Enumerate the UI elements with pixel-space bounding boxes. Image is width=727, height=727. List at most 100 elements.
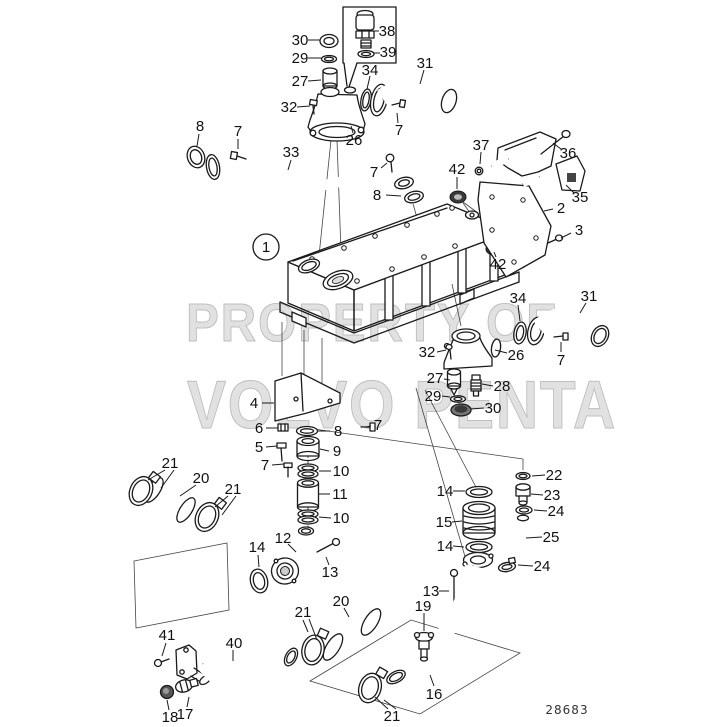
watermark-line-1: PROPERTY OF xyxy=(186,293,558,353)
callout-21-64: 21 xyxy=(384,708,401,725)
thermostat-27-lower xyxy=(446,368,462,396)
seal-ring-24-upper xyxy=(515,505,533,515)
callout-7-7: 7 xyxy=(395,122,403,139)
leader-line-25 xyxy=(525,536,543,539)
leader-line-10 xyxy=(318,516,332,519)
leader-line-31 xyxy=(419,69,425,85)
bolt-3 xyxy=(547,234,564,244)
upper-thermostat-housing-cluster xyxy=(307,33,458,142)
leader-line-34 xyxy=(517,304,521,322)
drain-hose-25 xyxy=(505,514,530,564)
callout-9-37: 9 xyxy=(333,443,341,460)
nut-6 xyxy=(277,423,289,432)
leader-line-35 xyxy=(565,184,575,194)
hose-clamp-21-outlet xyxy=(354,662,389,707)
cap-18 xyxy=(159,684,175,700)
callout-12-41: 12 xyxy=(275,530,292,547)
hose-40 xyxy=(197,647,299,694)
leader-line-12 xyxy=(287,543,297,553)
elbow-hose-31-lower xyxy=(526,306,610,348)
volvo-penta-watermark: PROPERTY OF VOLVO PENTA xyxy=(186,293,616,444)
callout-8-11: 8 xyxy=(196,118,204,135)
hose-clamp-21-b xyxy=(190,490,228,537)
callout-36-14: 36 xyxy=(560,145,577,162)
sleeve-11 xyxy=(296,478,320,512)
bolt-7-lower-elbow xyxy=(553,332,569,341)
callout-7-34: 7 xyxy=(374,417,382,434)
leader-line-29 xyxy=(441,395,451,398)
leader-line-37 xyxy=(479,151,482,165)
leader-line-18 xyxy=(166,699,170,711)
intermediate-hose-20-lower xyxy=(322,608,382,661)
seal-ring-29-upper xyxy=(320,54,338,64)
leader-line-27 xyxy=(307,79,322,82)
leader-line-21 xyxy=(221,495,237,516)
callout-7-36: 7 xyxy=(261,457,269,474)
leader-line-34 xyxy=(366,75,371,90)
thermostat-housing-26-upper xyxy=(307,86,366,142)
pipe-33-inlet-flange xyxy=(205,153,221,181)
callout-29-1: 29 xyxy=(292,50,309,67)
bolt-32-upper xyxy=(308,98,318,115)
callout-27-2: 27 xyxy=(292,73,309,90)
callout-24-50: 24 xyxy=(548,503,565,520)
leader-line-15 xyxy=(451,520,463,523)
sealing-washer-39 xyxy=(357,49,375,59)
leader-line-33 xyxy=(287,159,292,171)
leader-line-17 xyxy=(186,696,190,708)
callout-21-60: 21 xyxy=(295,604,312,621)
o-ring-14-bottom xyxy=(465,540,493,554)
callout-42-15: 42 xyxy=(449,161,466,178)
leader-line-22 xyxy=(531,474,546,477)
lower-thermostat-housing-cluster xyxy=(443,306,610,417)
leader-line-28 xyxy=(481,383,494,387)
bolt-7-upper-elbow xyxy=(391,99,407,109)
leader-line-24 xyxy=(517,564,534,567)
callout-14-42: 14 xyxy=(249,539,266,556)
leader-line-23 xyxy=(530,493,544,496)
callout-24-54: 24 xyxy=(534,558,551,575)
callout-28-28: 28 xyxy=(494,378,511,395)
callout-8-33: 8 xyxy=(334,423,342,440)
leader-line-21 xyxy=(308,618,318,641)
callout-27-27: 27 xyxy=(427,370,444,387)
leader-line-30 xyxy=(470,407,485,410)
leader-line-14 xyxy=(257,554,260,568)
bolt-13-elbow xyxy=(316,537,341,553)
o-ring-34-upper xyxy=(360,88,372,112)
leader-line-26 xyxy=(494,349,508,354)
clamp-ring-24-lower xyxy=(497,556,517,573)
leader-line-8 xyxy=(385,194,402,197)
elbow-connection-12 xyxy=(270,526,315,585)
callout-14-48: 14 xyxy=(437,483,454,500)
bolt-7-pipe-flange xyxy=(385,153,395,173)
callout-42-21: 42 xyxy=(490,256,507,273)
drawing-number: 28683 xyxy=(545,703,588,717)
callout-14-53: 14 xyxy=(437,538,454,555)
leader-line-13 xyxy=(325,556,330,566)
callout-19-56: 19 xyxy=(415,598,432,615)
pressure-cap-30-upper xyxy=(319,33,339,49)
callout-35-16: 35 xyxy=(572,189,589,206)
leader-line-21 xyxy=(374,696,389,710)
bolt-5 xyxy=(276,442,287,462)
callout-23-49: 23 xyxy=(544,487,561,504)
leader-line-5 xyxy=(265,445,278,448)
assembly-callout-1: 1 xyxy=(252,233,280,261)
callout-41-58: 41 xyxy=(159,627,176,644)
callout-25-52: 25 xyxy=(543,529,560,546)
callout-37-13: 37 xyxy=(473,137,490,154)
seal-ring-29-lower xyxy=(449,395,467,403)
plug-fitting-17 xyxy=(174,677,199,693)
leader-line-20 xyxy=(179,484,197,497)
seal-rings-10-upper xyxy=(297,463,319,479)
seal-ring-22 xyxy=(515,471,531,481)
leader-line-31 xyxy=(579,302,587,314)
callout-3-18: 3 xyxy=(575,222,583,239)
callout-13-43: 13 xyxy=(322,564,339,581)
bolt-32-lower xyxy=(445,343,453,360)
thermostat-housing-26-lower xyxy=(443,328,502,370)
o-ring-14-top xyxy=(465,485,493,499)
callout-40-59: 40 xyxy=(226,635,243,652)
